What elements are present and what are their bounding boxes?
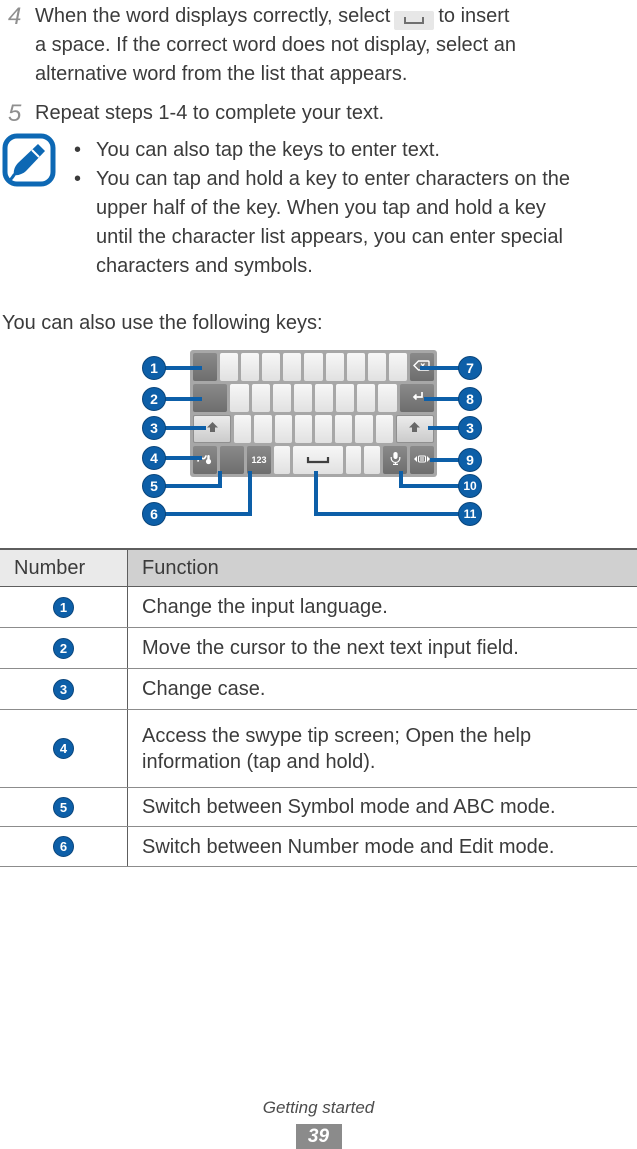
callout-line-4 [162,456,202,460]
step-text: When the word displays correctly, select… [35,2,516,89]
table-row: 4 Access the swype tip screen; Open the … [0,710,637,788]
callout-line-6-v [248,471,252,516]
table-row: 5 Switch between Symbol mode and ABC mod… [0,788,637,827]
space-key [292,446,343,474]
table-row: 1 Change the input language. [0,587,637,628]
number-key: 123 [247,446,272,474]
row-function: Move the cursor to the next text input f… [142,637,519,659]
callout-line-10-v [399,471,403,488]
row-function: Change the input language. [142,596,388,618]
note-box: • You can also tap the keys to enter tex… [2,133,631,281]
swype-tip-key-icon [197,451,213,470]
callout-line-1 [162,366,202,370]
table-row: 3 Change case. [0,669,637,710]
callout-line-2 [162,397,202,401]
shift-key-icon [408,420,421,438]
shift-key-right [395,415,435,443]
symbol-key [220,446,245,474]
note-bullet: • You can also tap the keys to enter tex… [74,136,631,165]
function-table: Number Function 1 Change the input langu… [0,548,637,867]
callout-line-8 [424,397,462,401]
callout-8: 8 [458,387,482,411]
footer-section-title: Getting started [262,1098,375,1117]
callout-line-9 [430,458,462,462]
callout-9: 9 [458,448,482,472]
row-number-badge: 6 [53,836,74,857]
mic-key-icon [390,451,401,470]
keyboard-mode-key [410,446,435,474]
keyboard-row-4: 123 [193,446,435,474]
row-function: Access the swype tip screen; Open the he… [142,724,532,773]
swype-tip-key [193,446,218,474]
step-number: 5 [8,100,22,127]
keyboard-row-2 [193,384,435,412]
callout-4: 4 [142,446,166,470]
callout-line-11-v [314,471,318,516]
callout-1: 1 [142,356,166,380]
callout-7: 7 [458,356,482,380]
keyboard-figure: 1 2 3 [0,338,637,538]
table-row: 6 Switch between Number mode and Edit mo… [0,827,637,867]
step-4-line3: alternative word from the list that appe… [35,63,408,85]
step-number: 4 [8,3,22,30]
number-key-label: 123 [251,455,267,465]
shift-key-icon [206,420,219,438]
row-number-badge: 2 [53,637,74,659]
page-number: 39 [295,1124,342,1149]
note-bullet: • You can tap and hold a key to enter ch… [74,165,631,281]
space-key-icon [394,11,435,30]
callout-10: 10 [458,474,482,498]
callout-6: 6 [142,502,166,526]
callout-11: 11 [458,502,482,526]
callout-line-5-h [162,484,222,488]
callout-line-6-h [162,512,252,516]
row-function: Change case. [142,678,266,700]
keyboard-row-3 [193,415,435,443]
header-number: Number [14,556,86,579]
callout-line-11-h [314,512,462,516]
row-number-badge: 5 [53,796,74,818]
mic-key [383,446,408,474]
table-header-row: Number Function [0,550,637,587]
step-5: 5 Repeat steps 1-4 to complete your text… [8,99,384,128]
callout-line-3-left [162,426,206,430]
note-bullet-text: You can tap and hold a key to enter char… [96,168,571,277]
callout-5: 5 [142,474,166,498]
callout-line-10-h [399,484,462,488]
keyboard-image: 123 [190,350,437,477]
table-row: 2 Move the cursor to the next text input… [0,628,637,669]
note-bullet-text: You can also tap the keys to enter text. [96,139,440,161]
row-function: Switch between Number mode and Edit mode… [142,835,555,858]
keys-intro-text: You can also use the following keys: [2,312,323,334]
note-pencil-icon [2,133,56,187]
callout-2: 2 [142,387,166,411]
step-4-line1-after: to insert [438,5,510,27]
step-4: 4 When the word displays correctly, sele… [8,2,516,89]
step-4-line1-before: When the word displays correctly, select [35,5,391,27]
step-4-line2: a space. If the correct word does not di… [35,34,516,56]
callout-3-right: 3 [458,416,482,440]
keyboard-row-1 [193,353,434,381]
header-function: Function [142,557,219,579]
row-number-badge: 1 [53,596,74,618]
callout-line-5-v [218,471,222,488]
space-key-icon [306,451,330,469]
keyboard-mode-key-icon [413,451,431,469]
callout-3-left: 3 [142,416,166,440]
step-text: Repeat steps 1-4 to complete your text. [35,102,385,124]
row-number-badge: 4 [53,738,74,759]
note-bullet-list: • You can also tap the keys to enter tex… [74,133,631,281]
enter-key-icon [410,389,424,407]
row-function: Switch between Symbol mode and ABC mode. [142,796,556,818]
callout-line-3-right [428,426,462,430]
callout-line-7 [420,366,462,370]
row-number-badge: 3 [53,678,74,700]
